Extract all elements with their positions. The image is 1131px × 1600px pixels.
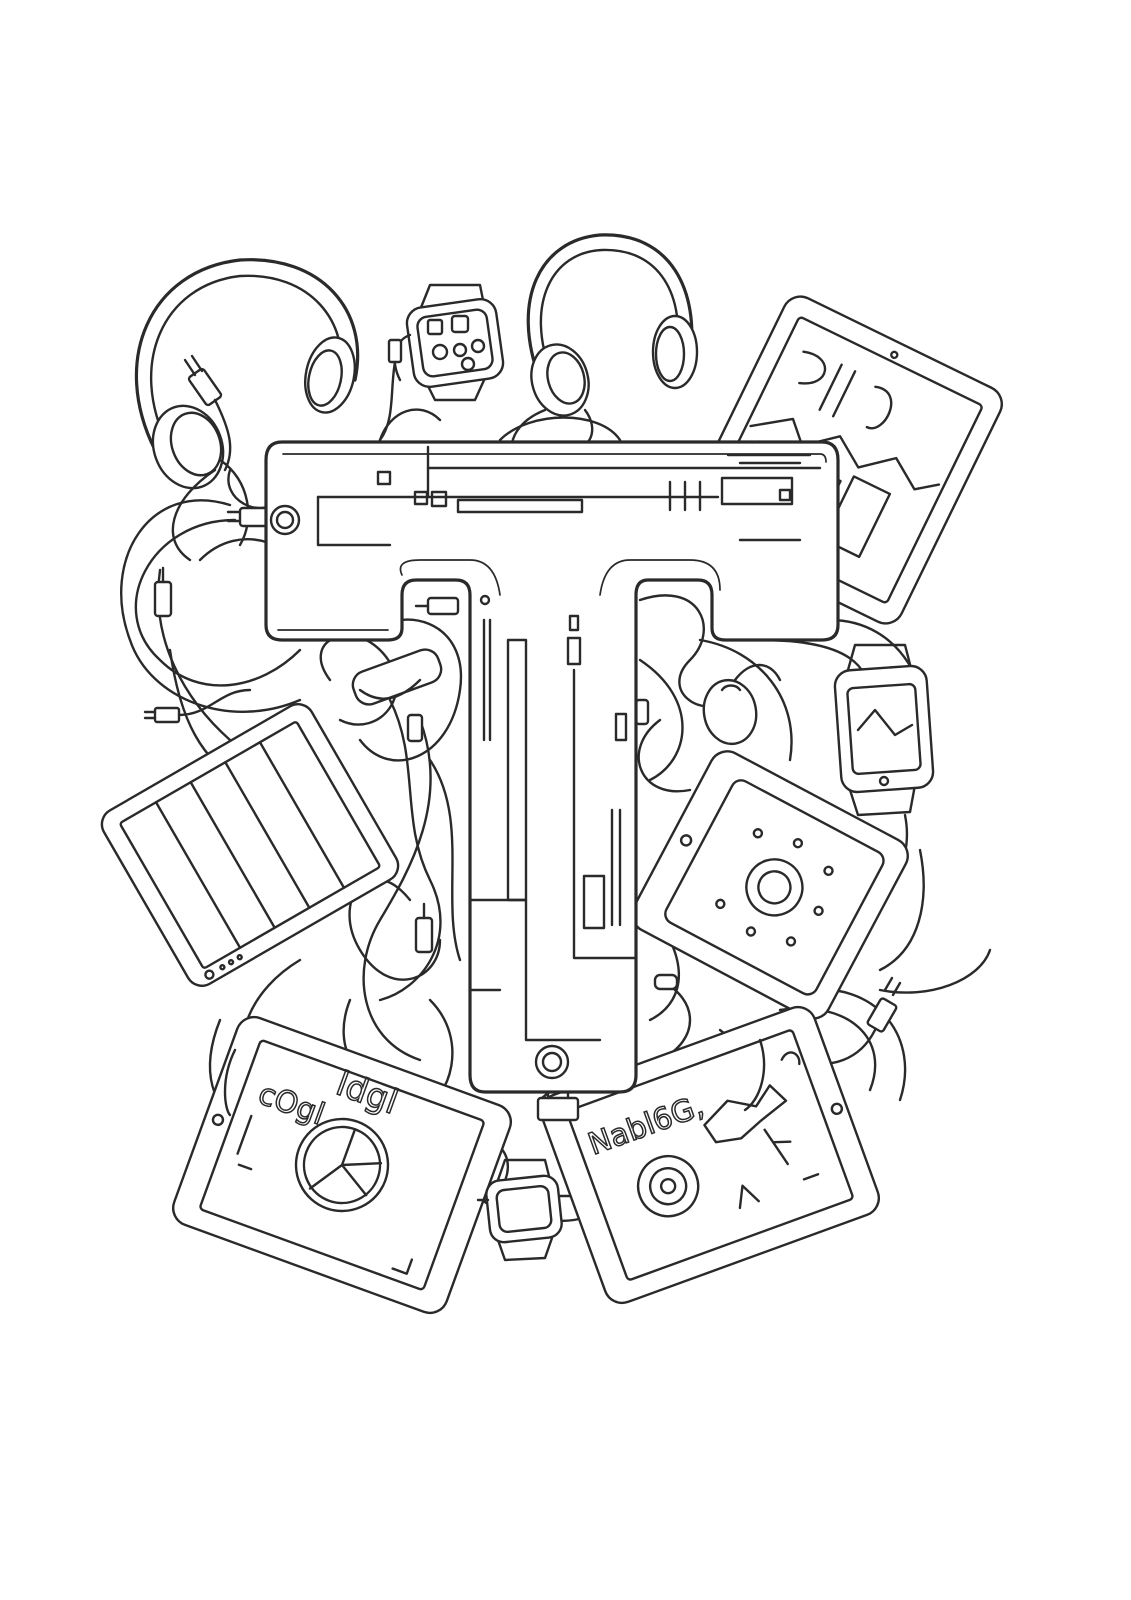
- smartwatch-top-icon: [378, 283, 505, 442]
- smartwatch-bottom-icon: [476, 1158, 572, 1262]
- headphones-right-icon: [510, 233, 699, 462]
- headphones-left-icon: [134, 258, 360, 562]
- mouse-icon: [702, 663, 782, 746]
- tablet-mid-left-icon: [100, 688, 400, 987]
- connector-plugs: [153, 506, 679, 1122]
- letter-t-main: [264, 440, 840, 1094]
- tablet-bottom-left-icon: ldgl cOgl: [171, 1015, 513, 1315]
- speaker-tablet-icon: [631, 750, 909, 1065]
